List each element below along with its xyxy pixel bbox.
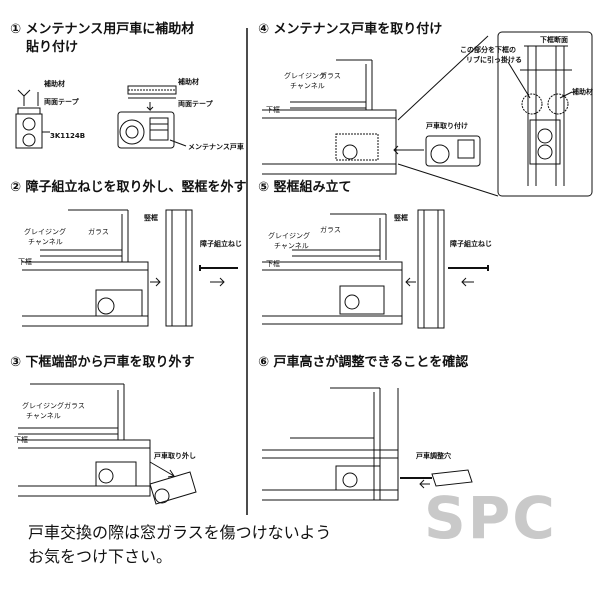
label-callout-1: この部分を下框の bbox=[460, 46, 516, 54]
step2-title: ② 障子組立ねじを取り外し、竪框を外す bbox=[10, 180, 247, 195]
step1-title-cont: 貼り付け bbox=[26, 40, 79, 55]
label-callout-2: リブに引っ掛ける bbox=[466, 56, 522, 64]
label-glass: ガラス bbox=[88, 228, 109, 236]
label-bottom-rail-4: 下框 bbox=[266, 106, 280, 114]
label-aux-material-2: 補助材 bbox=[178, 78, 199, 86]
label-glass-4: ガラス bbox=[320, 72, 341, 80]
step5-drawing bbox=[262, 209, 489, 329]
label-bottom-rail-5: 下框 bbox=[266, 260, 280, 268]
label-roller-adjust-hole: 戸車調整穴 bbox=[416, 452, 451, 460]
label-glass-5: ガラス bbox=[320, 226, 341, 234]
step4-title: ④ メンテナンス戸車を取り付け bbox=[258, 22, 443, 37]
label-part-number: 3K1124B bbox=[50, 132, 86, 140]
step1-title: ① メンテナンス用戸車に補助材 bbox=[10, 22, 195, 37]
label-roller-install: 戸車取り付け bbox=[426, 122, 468, 130]
label-glass-3: ガラス bbox=[64, 402, 85, 410]
label-maintenance-roller: メンテナンス戸車 bbox=[188, 143, 244, 151]
label-bottom-rail-section: 下框断面 bbox=[540, 36, 568, 44]
label-glazing: グレイジング bbox=[24, 228, 66, 236]
label-channel: チャンネル bbox=[28, 238, 63, 246]
label-stile-5: 竪框 bbox=[394, 214, 408, 222]
label-channel-3: チャンネル bbox=[26, 412, 61, 420]
label-assembly-screw: 障子組立ねじ bbox=[200, 240, 242, 248]
label-assembly-screw-5: 障子組立ねじ bbox=[450, 240, 492, 248]
step6-drawing bbox=[262, 387, 473, 501]
step5-title: ⑤ 竪框組み立て bbox=[258, 180, 352, 195]
caution-note-line1: 戸車交換の際は窓ガラスを傷つけないよう bbox=[28, 523, 332, 542]
step3-title: ③ 下框端部から戸車を取り外す bbox=[10, 355, 195, 370]
label-channel-4: チャンネル bbox=[290, 82, 325, 90]
step4-drawing bbox=[262, 31, 593, 197]
label-glazing-4: グレイジング bbox=[284, 72, 326, 80]
label-channel-5: チャンネル bbox=[274, 242, 309, 250]
label-double-tape: 両面テープ bbox=[44, 98, 79, 106]
label-bottom-rail-3: 下框 bbox=[14, 436, 28, 444]
label-bottom-rail: 下框 bbox=[18, 258, 32, 266]
label-stile: 竪框 bbox=[144, 214, 158, 222]
label-double-tape-2: 両面テープ bbox=[178, 100, 213, 108]
caution-note-line2: お気をつけ下さい。 bbox=[28, 547, 173, 566]
step2-drawing bbox=[22, 209, 238, 327]
label-glazing-5: グレイジング bbox=[268, 232, 310, 240]
step3-drawing bbox=[18, 383, 197, 505]
watermark: SPC bbox=[424, 484, 557, 552]
label-roller-remove: 戸車取り外し bbox=[154, 452, 196, 460]
label-glazing-3: グレイジング bbox=[22, 402, 64, 410]
step6-title: ⑥ 戸車高さが調整できることを確認 bbox=[258, 355, 469, 370]
label-aux-material: 補助材 bbox=[44, 80, 65, 88]
label-aux-material-4: 補助材 bbox=[572, 88, 593, 96]
step1-drawing bbox=[15, 85, 187, 149]
